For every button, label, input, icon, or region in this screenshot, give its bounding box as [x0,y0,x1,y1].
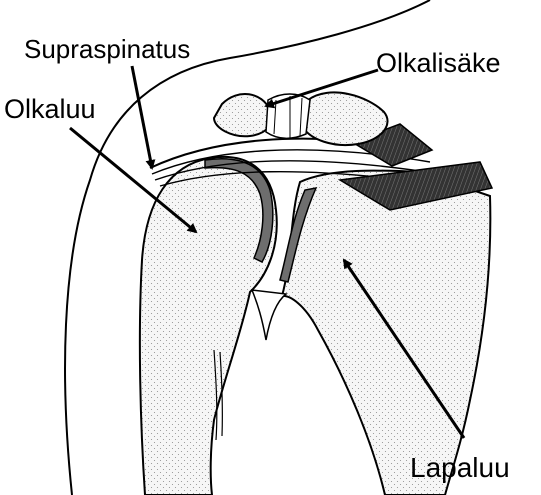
arrow-supraspinatus [132,66,152,168]
label-olkalisake: Olkalisäke [376,50,501,77]
acromion-right [302,92,388,145]
scapula-shape [282,171,490,495]
label-olkaluu: Olkaluu [4,96,96,123]
acromion-left [214,94,272,136]
ac-joint-capsule [266,94,310,138]
label-supraspinatus: Supraspinatus [24,36,190,62]
joint-recess [252,290,286,340]
humerus-shape [140,157,277,495]
label-lapaluu: Lapaluu [410,454,510,482]
